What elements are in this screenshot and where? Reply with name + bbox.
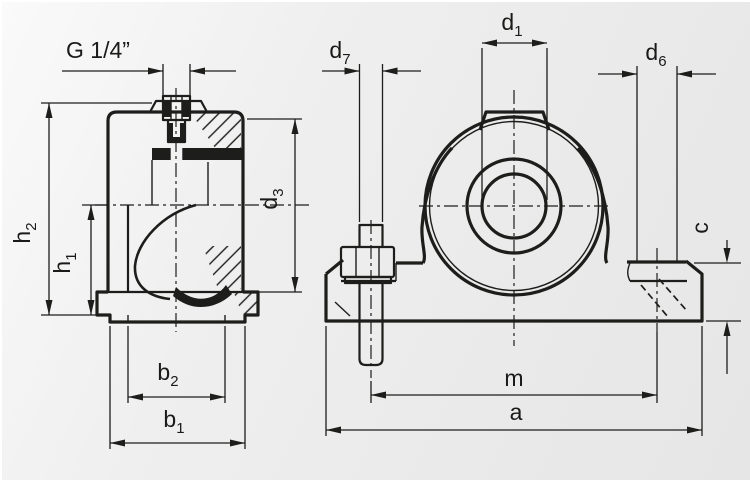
label-b2: b2 <box>157 359 178 390</box>
label-d7: d7 <box>329 37 350 68</box>
dim-h1: h1 <box>49 204 107 315</box>
label-d1: d1 <box>501 9 522 40</box>
label-m: m <box>504 365 523 391</box>
label-b1: b1 <box>163 406 184 437</box>
dim-b1: b1 <box>109 326 246 449</box>
dim-d7: d7 <box>322 37 421 222</box>
label-d3: d3 <box>256 188 287 209</box>
left-view-section <box>95 88 309 332</box>
right-view-front <box>324 90 704 378</box>
label-d6: d6 <box>645 39 666 70</box>
label-c: c <box>687 222 713 234</box>
dim-m: m <box>370 332 658 403</box>
mounting-bolt <box>339 220 396 378</box>
dim-h2: h2 <box>9 102 152 316</box>
label-g-thread: G 1/4” <box>66 37 130 63</box>
dim-d3: d3 <box>247 118 302 293</box>
dim-c: c <box>687 222 741 374</box>
dim-g-thread: G 1/4” <box>62 37 236 97</box>
dim-d1: d1 <box>481 9 548 200</box>
hatch-upper <box>191 113 241 148</box>
dim-b2: b2 <box>127 326 226 403</box>
label-h1: h1 <box>49 252 80 273</box>
dim-d6: d6 <box>598 39 716 262</box>
hatch-lower <box>203 246 241 289</box>
dim-a: a <box>325 326 703 436</box>
label-a: a <box>510 399 523 425</box>
hatch-base <box>234 293 257 314</box>
label-h2: h2 <box>9 222 40 243</box>
